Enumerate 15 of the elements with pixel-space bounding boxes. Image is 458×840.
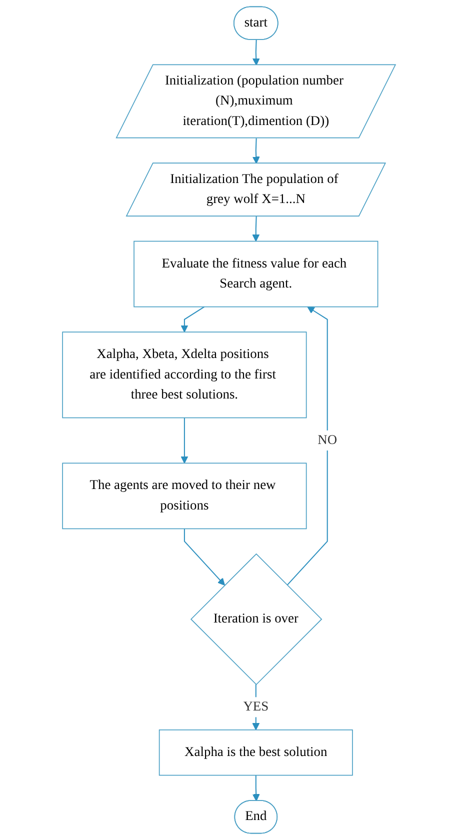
arrow [252,216,260,242]
edge-label: YES [243,700,269,714]
arrow [252,40,260,66]
edge-label: NO [318,432,338,448]
arrow [180,418,188,464]
node-box: Evaluate the fitness value for each Search agent. [134,240,378,308]
arrow [184,528,225,586]
arrow [286,306,328,586]
arrow [252,775,260,802]
node-box: Xalpha is the best solution [158,729,353,776]
node-box: Xalpha, Xbeta, Xdelta positions are identified according to the first three best solutions. [62,332,307,418]
arrow [252,138,260,164]
node-box: The agents are moved to their new positions [62,462,307,530]
node-diamond: Iteration is over [190,553,322,686]
arrow [180,306,205,332]
